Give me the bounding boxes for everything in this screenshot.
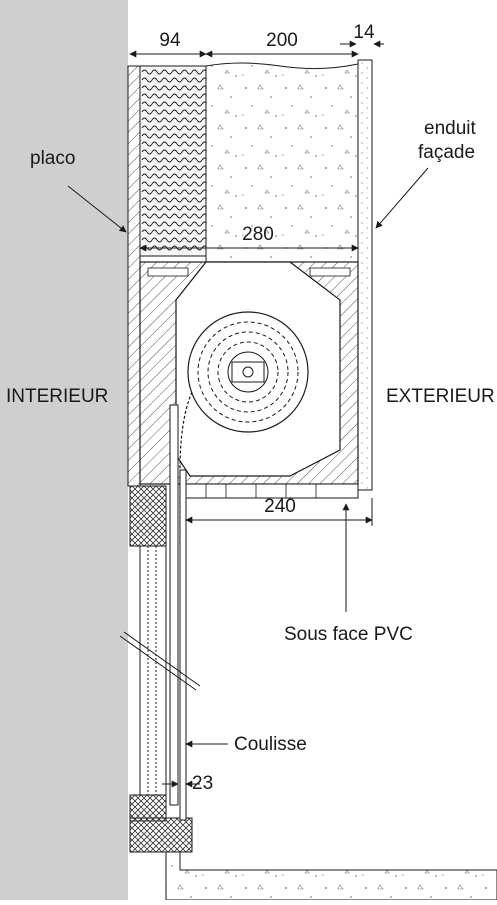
label-coulisse: Coulisse	[234, 734, 307, 755]
leader-arrows	[67, 167, 429, 748]
insulation-block	[139, 65, 213, 257]
label-interieur: INTERIEUR	[6, 386, 108, 407]
concrete-wall	[205, 62, 359, 263]
dimension-23: 23	[192, 773, 213, 794]
dimension-14: 14	[353, 22, 375, 43]
dimension-lines	[129, 40, 384, 788]
dimension-94: 94	[159, 30, 181, 51]
dimension-240: 240	[264, 496, 296, 517]
placo-layer	[127, 65, 141, 487]
lintel-block-top	[129, 485, 167, 547]
floor-slab	[165, 851, 497, 901]
roller-coil	[179, 311, 309, 545]
label-placo: placo	[30, 148, 75, 169]
dimension-200: 200	[266, 30, 298, 51]
facade-render	[357, 59, 373, 491]
sill-block-lower	[129, 817, 193, 853]
interior-wall	[0, 0, 128, 900]
label-sous-face-pvc: Sous face PVC	[284, 624, 413, 645]
sill-block	[129, 794, 167, 822]
window-frame-and-rails	[139, 404, 187, 821]
break-line	[119, 635, 197, 691]
label-exterieur: EXTERIEUR	[386, 386, 495, 407]
label-enduit: enduit	[424, 118, 476, 139]
dimension-280: 280	[242, 224, 274, 245]
label-facade: façade	[418, 142, 475, 163]
